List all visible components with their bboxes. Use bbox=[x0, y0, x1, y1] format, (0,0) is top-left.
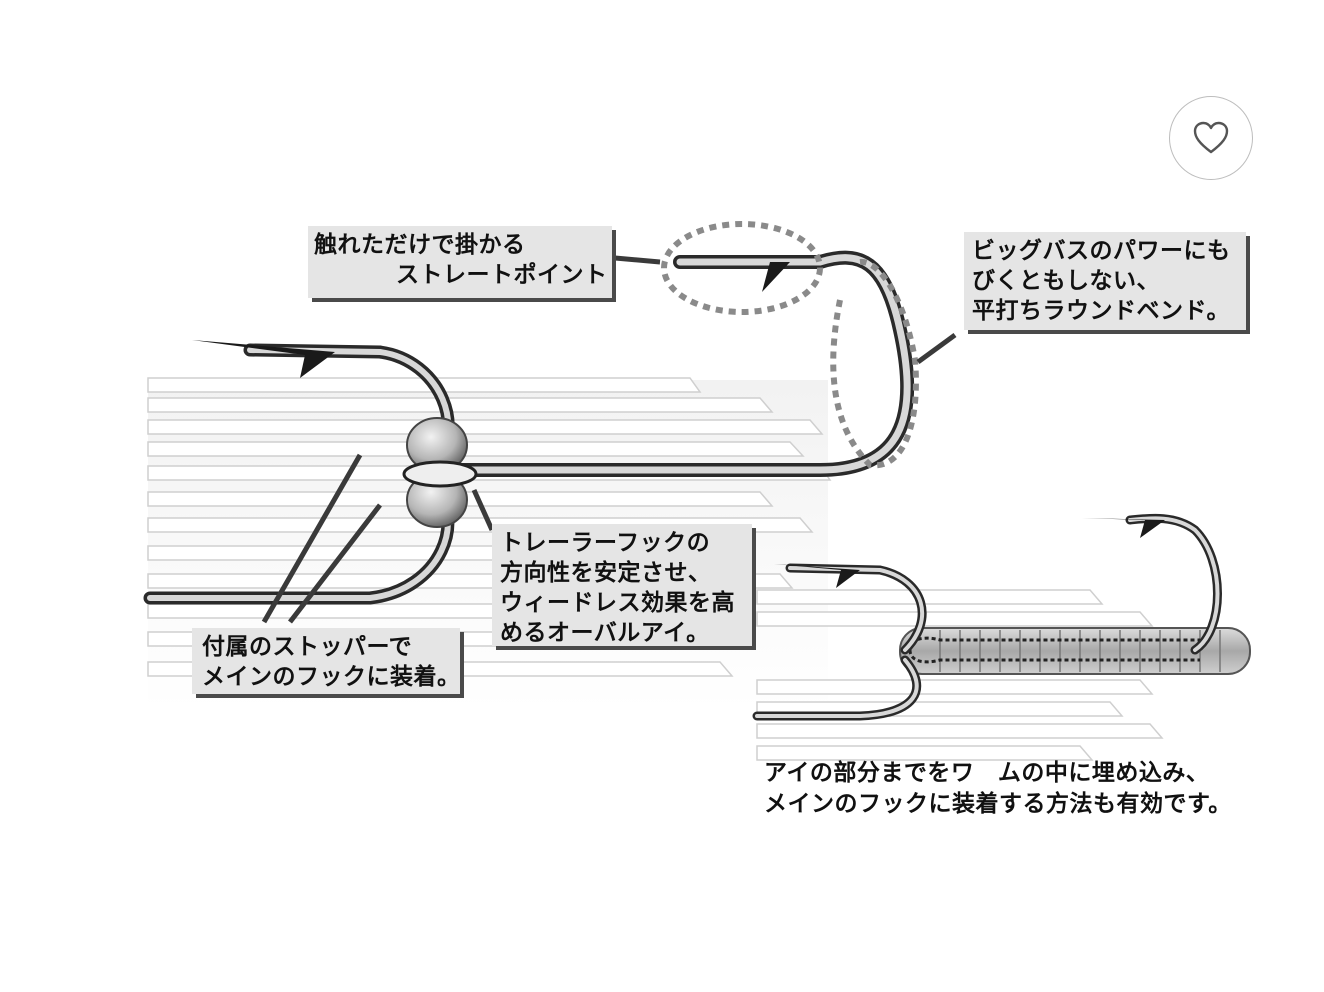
heart-icon bbox=[1193, 121, 1229, 154]
callout-line: 触れただけで掛かる bbox=[314, 232, 526, 258]
favorite-button[interactable] bbox=[1169, 96, 1253, 180]
caption-line: アイの部分までをワ ムの中に埋め込み、 bbox=[764, 760, 1210, 786]
callout-line: 平打ちラウンドベンド。 bbox=[972, 298, 1231, 324]
callout-straight-point: 触れただけで掛かる ストレートポイント bbox=[308, 226, 612, 298]
callout-oval-eye: トレーラーフックの 方向性を安定させ、 ウィードレス効果を高 めるオーバルアイ。 bbox=[492, 524, 752, 646]
callout-line: ビッグバスのパワーにも bbox=[972, 238, 1231, 264]
leader-lines bbox=[261, 255, 957, 624]
worm-method-illustration bbox=[752, 513, 1251, 761]
callout-line: メインのフックに装着。 bbox=[202, 664, 461, 690]
oval-eye-stopper bbox=[402, 417, 478, 528]
caption-line: メインのフックに装着する方法も有効です。 bbox=[764, 791, 1232, 817]
callout-line: ストレートポイント bbox=[396, 262, 608, 288]
callout-stopper: 付属のストッパーで メインのフックに装着。 bbox=[192, 628, 460, 694]
callout-round-bend: ビッグバスのパワーにも びくともしない、 平打ちラウンドベンド。 bbox=[964, 232, 1246, 330]
point-highlight bbox=[661, 221, 919, 469]
callout-line: トレーラーフックの bbox=[500, 530, 711, 556]
worm-method-caption: アイの部分までをワ ムの中に埋め込み、 メインのフックに装着する方法も有効です。 bbox=[764, 758, 1232, 820]
callout-line: 方向性を安定させ、 bbox=[500, 560, 712, 586]
callout-line: 付属のストッパーで bbox=[202, 634, 413, 660]
callout-line: ウィードレス効果を高 bbox=[500, 590, 735, 616]
callout-line: びくともしない、 bbox=[972, 268, 1160, 294]
callout-line: めるオーバルアイ。 bbox=[500, 620, 710, 646]
